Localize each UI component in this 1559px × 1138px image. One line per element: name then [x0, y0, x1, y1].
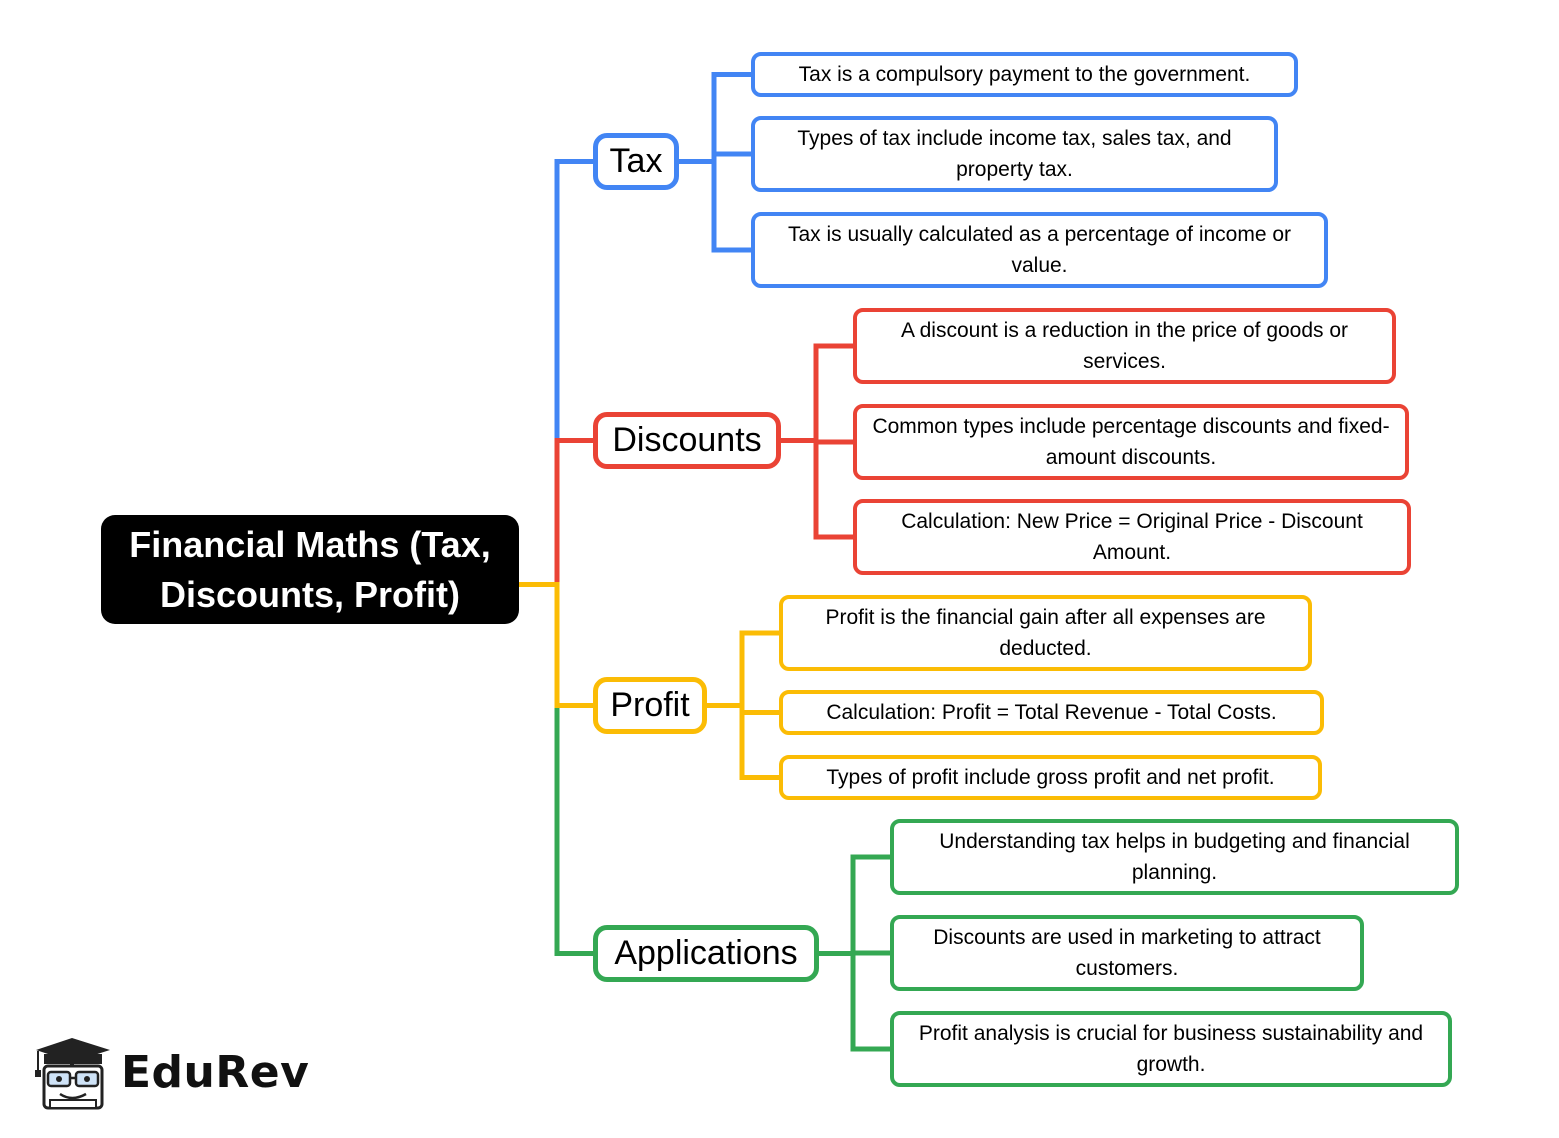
leaf-text: Discounts are used in marketing to attra… — [933, 926, 1321, 980]
leaf-applications-3: Profit analysis is crucial for business … — [890, 1011, 1452, 1087]
leaf-text: Profit is the financial gain after all e… — [825, 606, 1266, 660]
root-title: Financial Maths (Tax, Discounts, Profit) — [129, 523, 491, 615]
branch-discounts: Discounts — [593, 412, 781, 469]
leaf-tax-2: Types of tax include income tax, sales t… — [751, 116, 1278, 192]
branch-label: Tax — [609, 142, 663, 180]
logo-text: EduRev — [121, 1047, 310, 1098]
leaf-text: Types of profit include gross profit and… — [826, 766, 1275, 789]
leaf-text: Tax is usually calculated as a percentag… — [787, 223, 1292, 277]
branch-profit: Profit — [593, 677, 707, 734]
leaf-text: Types of tax include income tax, sales t… — [797, 127, 1232, 181]
graduate-cap-icon — [35, 1038, 110, 1110]
leaf-text: Profit analysis is crucial for business … — [918, 1022, 1424, 1076]
branch-label: Discounts — [612, 421, 762, 459]
leaf-profit-3: Types of profit include gross profit and… — [779, 755, 1322, 800]
branch-label: Applications — [614, 934, 798, 972]
branch-tax: Tax — [593, 133, 679, 190]
leaf-profit-1: Profit is the financial gain after all e… — [779, 595, 1312, 671]
leaf-applications-2: Discounts are used in marketing to attra… — [890, 915, 1364, 991]
leaf-profit-2: Calculation: Profit = Total Revenue - To… — [779, 690, 1324, 735]
root-node: Financial Maths (Tax, Discounts, Profit) — [101, 515, 519, 624]
leaf-discounts-2: Common types include percentage discount… — [853, 404, 1409, 480]
leaf-text: Common types include percentage discount… — [872, 415, 1390, 469]
leaf-text: Tax is a compulsory payment to the gover… — [798, 63, 1251, 86]
leaf-tax-1: Tax is a compulsory payment to the gover… — [751, 52, 1298, 97]
leaf-applications-1: Understanding tax helps in budgeting and… — [890, 819, 1459, 895]
leaf-discounts-3: Calculation: New Price = Original Price … — [853, 499, 1411, 575]
leaf-text: A discount is a reduction in the price o… — [900, 319, 1349, 373]
branch-label: Profit — [610, 686, 690, 724]
leaf-tax-3: Tax is usually calculated as a percentag… — [751, 212, 1328, 288]
leaf-text: Calculation: Profit = Total Revenue - To… — [826, 701, 1277, 724]
leaf-text: Understanding tax helps in budgeting and… — [939, 830, 1410, 884]
branch-applications: Applications — [593, 925, 819, 982]
leaf-text: Calculation: New Price = Original Price … — [901, 510, 1363, 564]
leaf-discounts-1: A discount is a reduction in the price o… — [853, 308, 1396, 384]
